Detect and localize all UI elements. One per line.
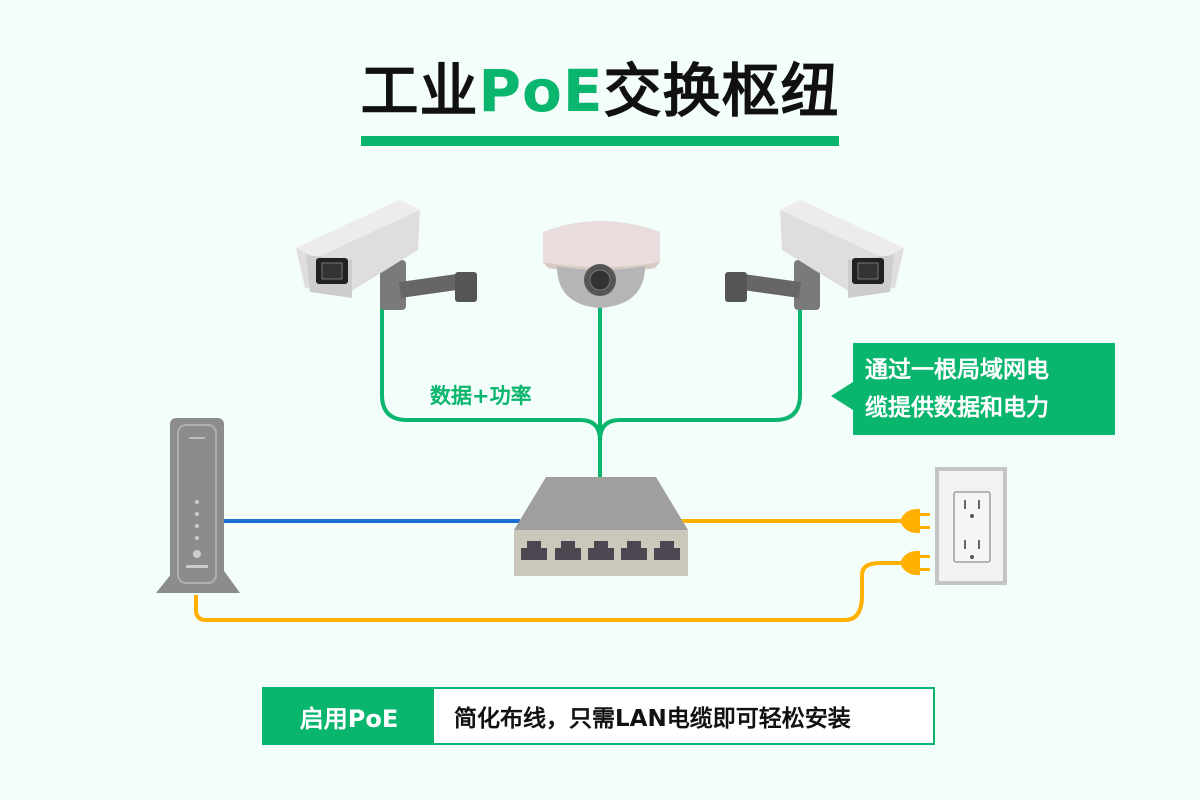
title-underline — [361, 136, 839, 146]
page-title: 工业PoE交换枢纽 — [0, 56, 1200, 126]
wall-outlet-icon — [935, 467, 1007, 585]
plug-icon — [900, 550, 930, 576]
switch-port — [555, 541, 581, 560]
switch-port — [588, 541, 614, 560]
power-plugs — [900, 508, 930, 576]
switch-port — [621, 541, 647, 560]
title-accent: PoE — [478, 57, 604, 125]
switch-port — [654, 541, 680, 560]
dome-camera-icon — [543, 221, 660, 308]
router-icon — [156, 418, 240, 593]
feature-banner: 启用PoE 简化布线，只需LAN电缆即可轻松安装 — [262, 687, 935, 745]
info-callout: 通过一根局域网电 缆提供数据和电力 — [831, 343, 1115, 435]
title-prefix: 工业 — [360, 57, 479, 125]
poe-cable-left — [380, 305, 602, 441]
poe-link-label: 数据+功率 — [430, 384, 532, 408]
switch-port — [521, 541, 547, 560]
banner-tag: 启用PoE — [264, 689, 434, 743]
plug-icon — [900, 508, 930, 534]
power-cable-router — [194, 561, 905, 622]
banner-text: 简化布线，只需LAN电缆即可轻松安装 — [454, 706, 851, 732]
bullet-camera-right-icon — [725, 200, 904, 310]
title-suffix: 交换枢纽 — [603, 57, 840, 125]
poe-cable-right — [598, 305, 802, 441]
callout-text: 通过一根局域网电 缆提供数据和电力 — [865, 351, 1115, 427]
callout-line-2: 缆提供数据和电力 — [865, 395, 1049, 421]
switch-ports — [521, 541, 680, 560]
poe-switch-icon — [514, 477, 688, 576]
bullet-camera-left-icon — [296, 200, 477, 310]
poe-cables — [380, 300, 802, 478]
callout-line-1: 通过一根局域网电 — [865, 357, 1049, 383]
